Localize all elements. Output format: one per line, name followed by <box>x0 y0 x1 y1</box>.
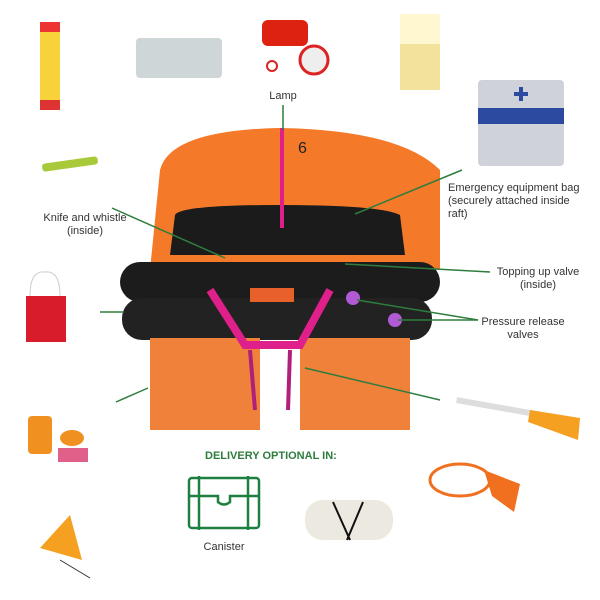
drogue-image <box>40 515 91 579</box>
ration-box-image <box>400 14 440 90</box>
paddle-image <box>456 397 580 440</box>
canister-label: Canister <box>203 541 245 553</box>
torch-image <box>262 20 330 76</box>
pressure-label: Pressure release valves <box>481 316 565 341</box>
topping-label: Topping up valve (inside) <box>496 266 580 291</box>
capacity-label: 6 <box>298 140 307 157</box>
bag-label: Emergency equipment bag (securely attach… <box>448 182 580 220</box>
liferaft-image <box>120 128 440 430</box>
knife-label: Knife and whistle (inside) <box>43 212 127 237</box>
knife-image <box>42 156 98 172</box>
canister-icon <box>187 476 261 530</box>
pointer-arrows <box>100 105 491 403</box>
pills-image <box>136 38 222 78</box>
matches-image <box>28 416 88 462</box>
flare-image <box>40 22 60 110</box>
whistle-image <box>428 462 520 512</box>
first-aid-bag-image <box>478 80 564 166</box>
valise-image <box>305 500 393 541</box>
delivery-title: DELIVERY OPTIONAL IN: <box>205 450 337 462</box>
lamp-label: Lamp <box>269 90 297 102</box>
bag-image <box>26 271 66 342</box>
